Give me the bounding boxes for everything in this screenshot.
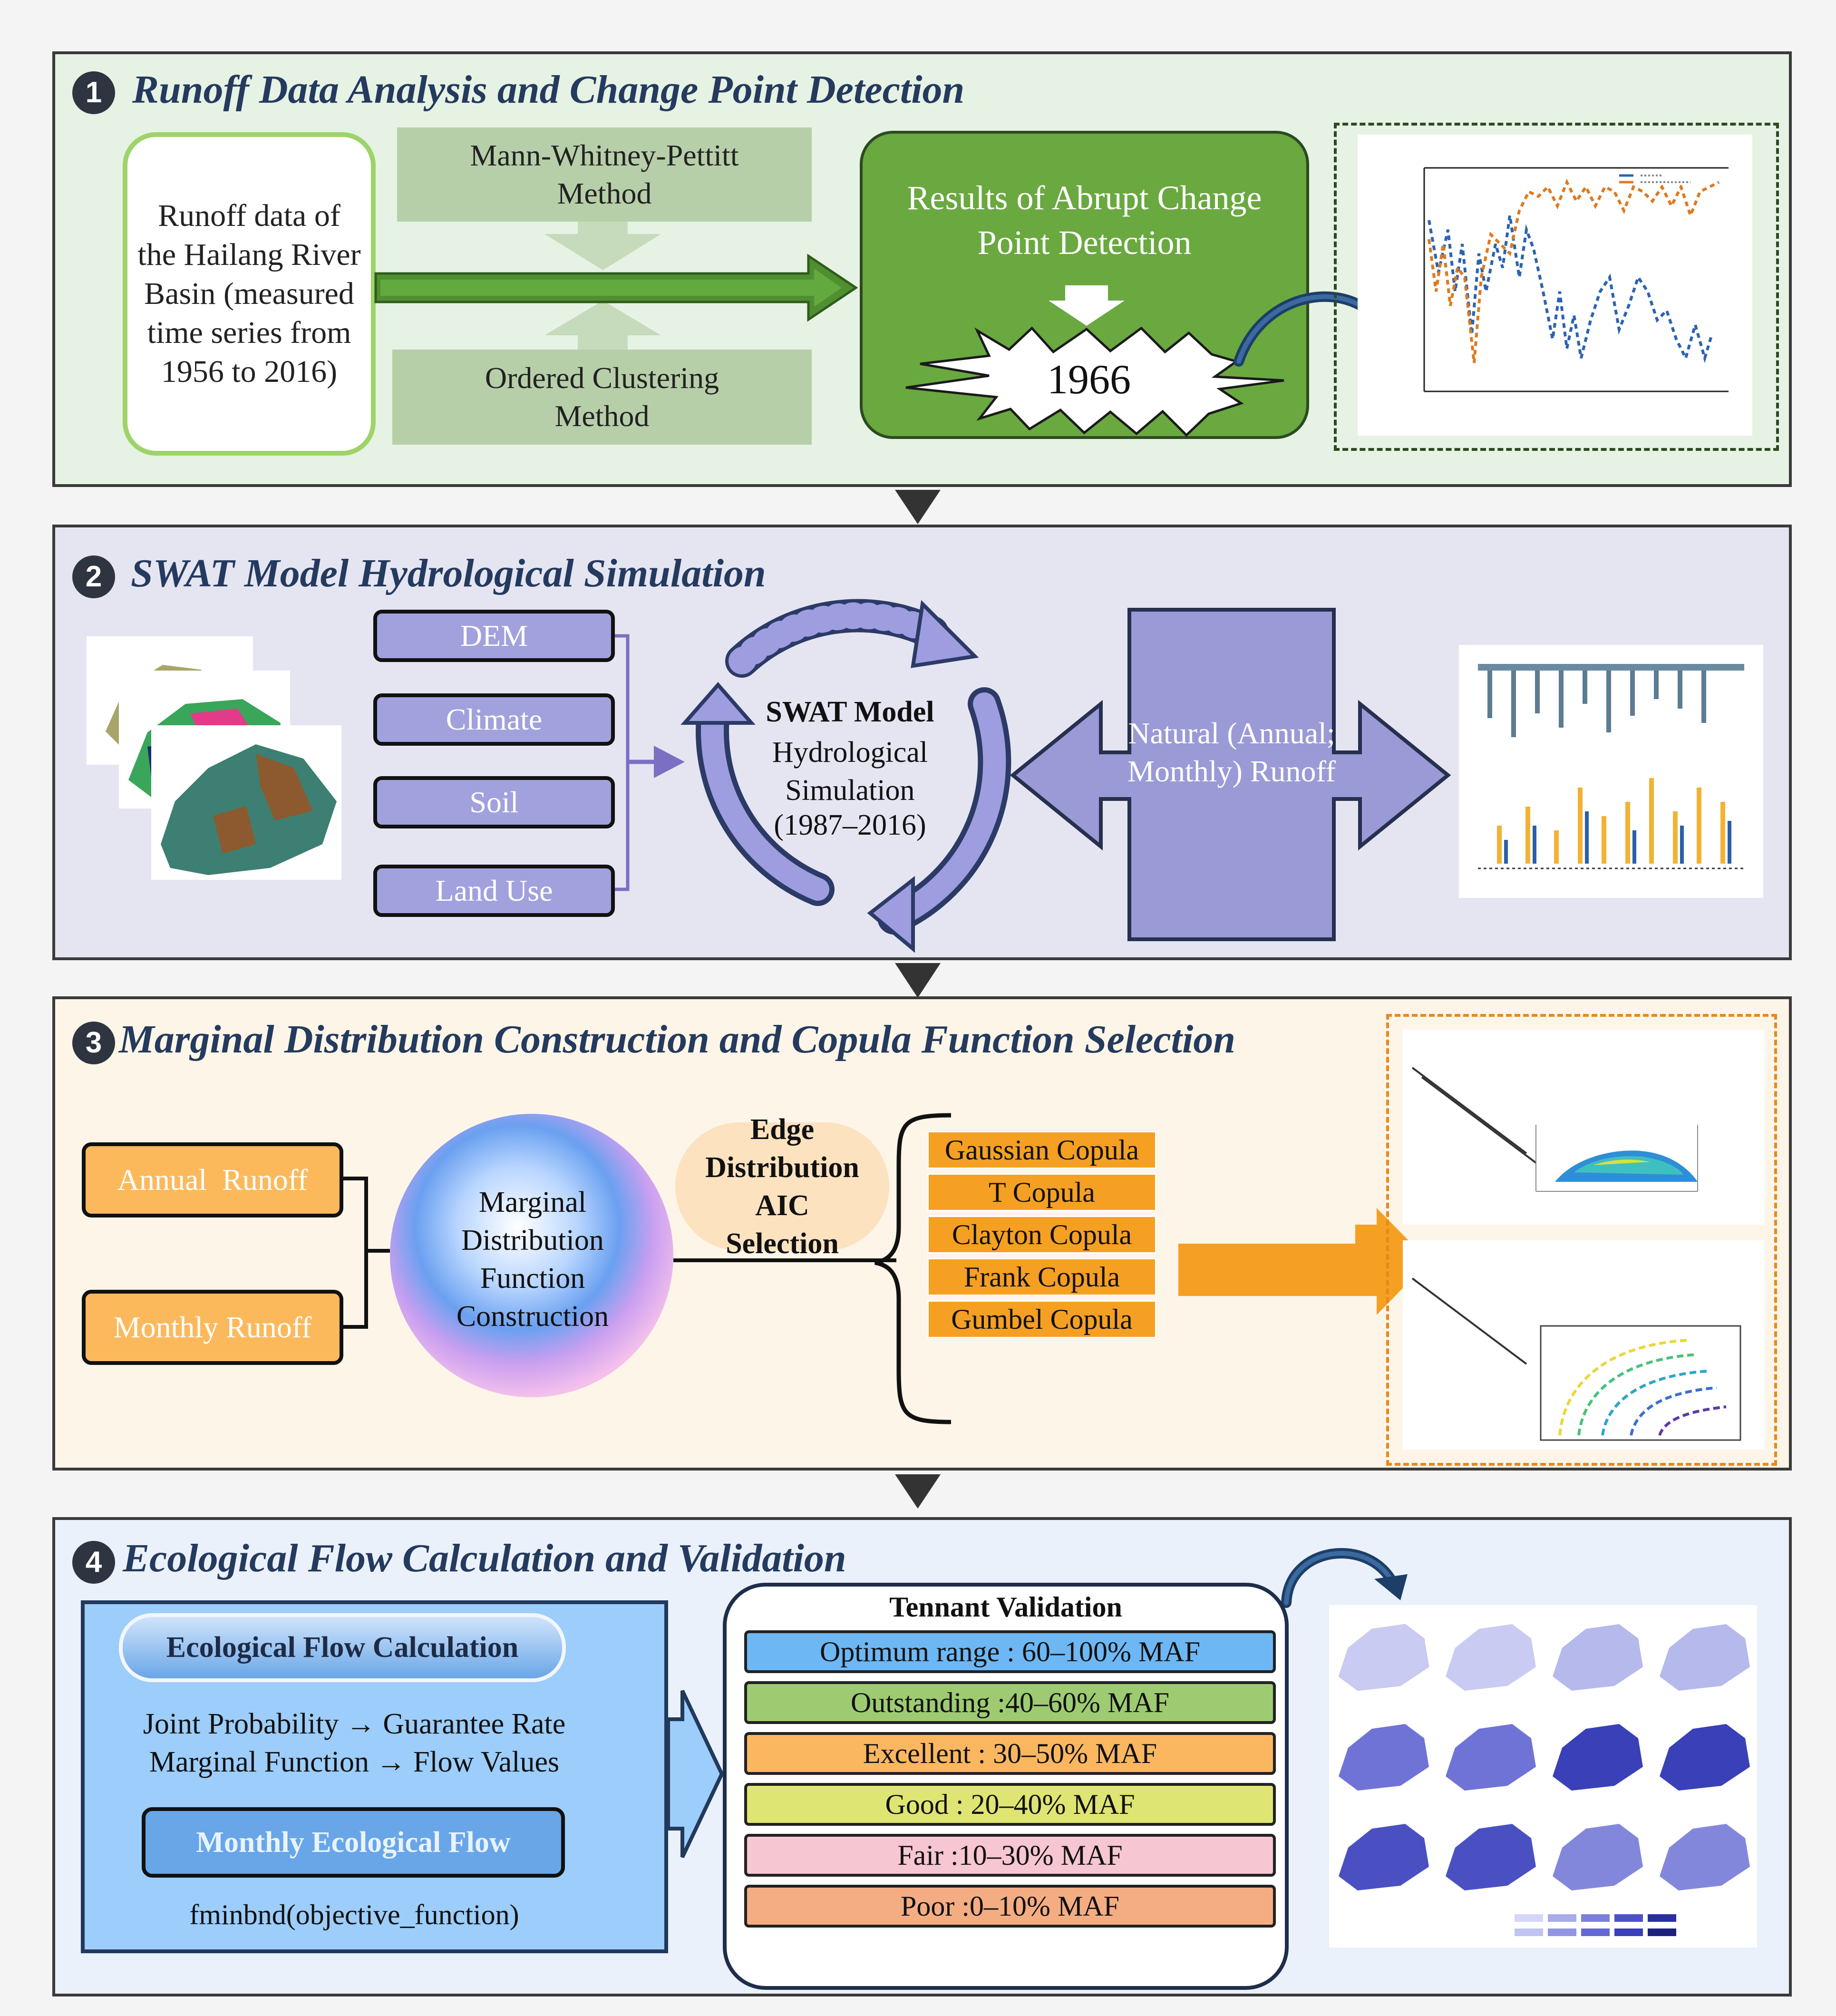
joint-probability-line: Joint Probability → Guarantee Rate (143, 1708, 566, 1740)
panel2-title: SWAT Model Hydrological Simulation (131, 551, 766, 595)
input-dem: DEM (373, 610, 615, 662)
panel1-title: Runoff Data Analysis and Change Point De… (132, 68, 965, 112)
input-soil-label: Soil (469, 785, 519, 819)
tennant-title: Tennant Validation (889, 1591, 1122, 1623)
annual-runoff-box: Annual Runoff (82, 1142, 343, 1217)
input-land-use-label: Land Use (435, 874, 553, 907)
results-title: Results of Abrupt Change Point Detection (907, 179, 1262, 262)
panel2-number: 2 (72, 555, 115, 598)
copula-clayton-label: Clayton Copula (952, 1218, 1132, 1250)
input-land-use: Land Use (373, 865, 615, 917)
natural-runoff-label: Natural (Annual; Monthly) Runoff (1127, 716, 1336, 788)
edge-aic-text: Edge Distribution AIC Selection (705, 1113, 859, 1260)
tennant-outstanding: Outstanding :40–60% MAF (744, 1681, 1276, 1724)
copula-surface-plot-image (1403, 1030, 1764, 1225)
marginal-function-line: Marginal Function → Flow Values (149, 1746, 560, 1778)
copula-frank-label: Frank Copula (963, 1261, 1120, 1293)
copula-gumbel-label: Gumbel Copula (951, 1303, 1133, 1335)
method1-box: Mann-Whitney-Pettitt Method (397, 127, 812, 222)
copula-contour-plot-image (1403, 1240, 1764, 1450)
copula-gaussian: Gaussian Copula (927, 1131, 1156, 1169)
monthly-runoff-label: Monthly Runoff (113, 1310, 312, 1344)
panel3-title: Marginal Distribution Construction and C… (119, 1017, 1236, 1062)
swat-model-title: SWAT Model (766, 696, 934, 728)
copula-frank: Frank Copula (927, 1258, 1156, 1296)
panel4-title: Ecological Flow Calculation and Validati… (123, 1536, 846, 1580)
change-year-1966: 1966 (1047, 357, 1131, 403)
monthly-flow-maps-image (1329, 1605, 1757, 1948)
tennant-outstanding-label: Outstanding :40–60% MAF (850, 1686, 1170, 1718)
tennant-good-label: Good : 20–40% MAF (885, 1788, 1135, 1820)
runoff-series-thumbnail (1423, 167, 1729, 392)
change-point-plot-frame (1334, 123, 1779, 451)
input-climate-label: Climate (446, 702, 543, 736)
fminbnd-text: fminbnd(objective_function) (189, 1899, 519, 1930)
panel4-number: 4 (72, 1541, 115, 1584)
input-climate: Climate (373, 693, 615, 746)
simulated-runoff-plot-image (1459, 645, 1763, 898)
swat-model-text: Hydrological Simulation (772, 736, 928, 807)
copula-plots-frame (1386, 1014, 1777, 1466)
method2-box: Ordered Clustering Method (392, 350, 812, 445)
panel1-number: 1 (72, 71, 115, 114)
monthly-eco-flow-label: Monthly Ecological Flow (196, 1826, 511, 1859)
eco-flow-calc-title: Ecological Flow Calculation (166, 1631, 519, 1664)
tennant-excellent: Excellent : 30–50% MAF (744, 1732, 1276, 1775)
copula-t-label: T Copula (989, 1176, 1095, 1208)
panel3-number: 3 (72, 1022, 115, 1064)
eco-flow-calc-title-box: Ecological Flow Calculation (119, 1613, 566, 1682)
runoff-bar-thumbnail (1478, 664, 1744, 869)
swat-model-period: (1987–2016) (774, 809, 926, 841)
copula-contour-thumbnail (1411, 1277, 1741, 1441)
runoff-data-text: Runoff data of the Hailang River Basin (… (137, 198, 361, 389)
method2-text: Ordered Clustering Method (485, 361, 719, 433)
copula-t: T Copula (927, 1173, 1156, 1211)
method1-text: Mann-Whitney-Pettitt Method (470, 138, 739, 210)
change-point-plot-image (1358, 135, 1752, 436)
tennant-optimum: Optimum range : 60–100% MAF (744, 1630, 1276, 1673)
tennant-excellent-label: Excellent : 30–50% MAF (863, 1737, 1157, 1769)
tennant-poor: Poor :0–10% MAF (744, 1885, 1276, 1928)
sphere-text: Marginal Distribution Function Construct… (456, 1186, 609, 1333)
input-soil: Soil (373, 776, 615, 828)
copula-clayton: Clayton Copula (927, 1216, 1156, 1254)
input-dem-label: DEM (460, 619, 528, 653)
tennant-good: Good : 20–40% MAF (744, 1783, 1276, 1826)
map-layer-front (151, 725, 341, 880)
runoff-data-box: Runoff data of the Hailang River Basin (… (123, 132, 376, 456)
edge-aic-bubble: Edge Distribution AIC Selection (675, 1113, 889, 1260)
copula-surface-thumbnail (1411, 1067, 1698, 1192)
tennant-optimum-label: Optimum range : 60–100% MAF (820, 1636, 1200, 1667)
copula-gaussian-label: Gaussian Copula (944, 1134, 1139, 1166)
monthly-maps-thumbnail (1339, 1624, 1750, 1936)
monthly-eco-flow-box: Monthly Ecological Flow (142, 1807, 565, 1878)
copula-gumbel: Gumbel Copula (927, 1300, 1156, 1338)
monthly-runoff-box: Monthly Runoff (82, 1290, 343, 1365)
tennant-fair: Fair :10–30% MAF (744, 1834, 1276, 1877)
annual-runoff-label: Annual Runoff (117, 1163, 308, 1197)
tennant-poor-label: Poor :0–10% MAF (900, 1890, 1120, 1922)
tennant-fair-label: Fair :10–30% MAF (897, 1839, 1123, 1871)
